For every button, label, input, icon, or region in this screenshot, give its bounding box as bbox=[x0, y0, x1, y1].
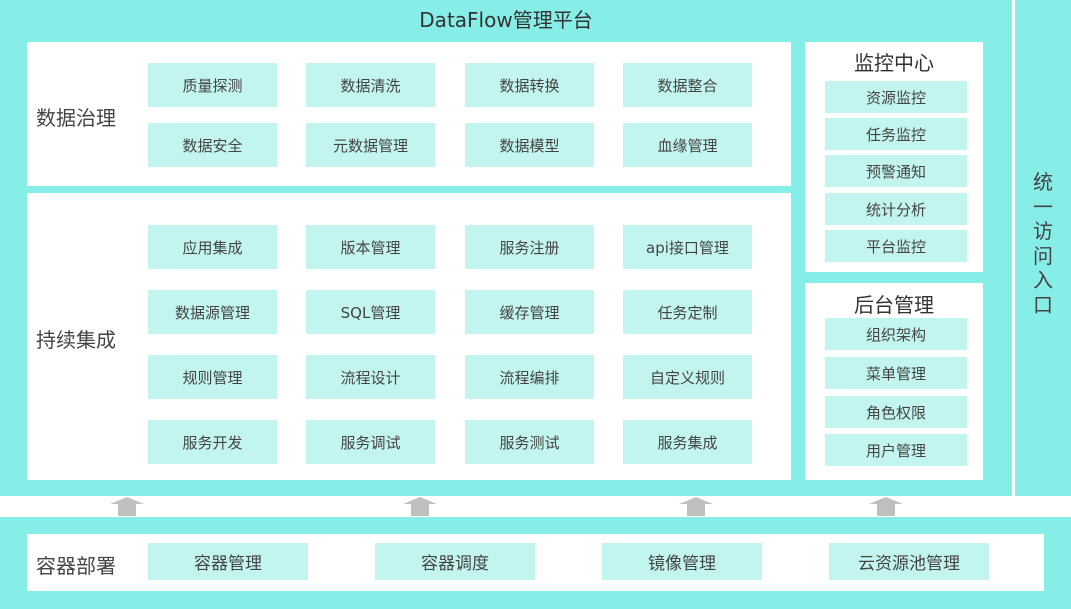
entry-char: 问 bbox=[1033, 243, 1053, 268]
integration-item[interactable]: 应用集成 bbox=[148, 225, 277, 269]
container-item[interactable]: 云资源池管理 bbox=[829, 543, 989, 580]
monitor-title: 监控中心 bbox=[854, 51, 934, 75]
backend-title: 后台管理 bbox=[854, 293, 934, 317]
integration-item[interactable]: 版本管理 bbox=[306, 225, 435, 269]
up-arrow-icon bbox=[869, 497, 903, 516]
integration-item[interactable]: SQL管理 bbox=[306, 290, 435, 334]
up-arrow-icon bbox=[679, 497, 713, 516]
governance-item[interactable]: 数据安全 bbox=[148, 123, 277, 167]
container-item[interactable]: 容器管理 bbox=[148, 543, 308, 580]
up-arrow-icon bbox=[403, 497, 437, 516]
backend-item[interactable]: 菜单管理 bbox=[825, 357, 967, 389]
governance-item[interactable]: 血缘管理 bbox=[623, 123, 752, 167]
integration-item[interactable]: 服务集成 bbox=[623, 420, 752, 464]
integration-item[interactable]: 规则管理 bbox=[148, 355, 277, 399]
entry-char: 一 bbox=[1033, 194, 1053, 219]
integration-item[interactable]: 流程编排 bbox=[465, 355, 594, 399]
unified-entry-panel bbox=[1015, 0, 1071, 496]
governance-item[interactable]: 数据模型 bbox=[465, 123, 594, 167]
integration-item[interactable]: 任务定制 bbox=[623, 290, 752, 334]
entry-char: 口 bbox=[1033, 292, 1053, 317]
backend-item[interactable]: 用户管理 bbox=[825, 434, 967, 466]
integration-item[interactable]: 服务调试 bbox=[306, 420, 435, 464]
integration-label: 持续集成 bbox=[36, 328, 116, 352]
integration-item[interactable]: 服务注册 bbox=[465, 225, 594, 269]
entry-char: 统 bbox=[1033, 170, 1053, 194]
governance-item[interactable]: 质量探测 bbox=[148, 63, 277, 107]
entry-char: 访 bbox=[1033, 219, 1053, 243]
up-arrow-icon bbox=[110, 497, 144, 516]
monitor-item[interactable]: 统计分析 bbox=[825, 193, 967, 225]
monitor-item[interactable]: 平台监控 bbox=[825, 230, 967, 262]
integration-item[interactable]: 服务测试 bbox=[465, 420, 594, 464]
integration-item[interactable]: 数据源管理 bbox=[148, 290, 277, 334]
governance-item[interactable]: 数据转换 bbox=[465, 63, 594, 107]
integration-item[interactable]: 自定义规则 bbox=[623, 355, 752, 399]
backend-item[interactable]: 组织架构 bbox=[825, 318, 967, 350]
container-item[interactable]: 容器调度 bbox=[375, 543, 535, 580]
container-label: 容器部署 bbox=[36, 554, 116, 578]
monitor-item[interactable]: 任务监控 bbox=[825, 118, 967, 150]
monitor-item[interactable]: 预警通知 bbox=[825, 155, 967, 187]
platform-title: DataFlow管理平台 bbox=[419, 8, 593, 32]
integration-item[interactable]: 流程设计 bbox=[306, 355, 435, 399]
container-item[interactable]: 镜像管理 bbox=[602, 543, 762, 580]
backend-item[interactable]: 角色权限 bbox=[825, 396, 967, 428]
unified-entry-label: 统一访问入口 bbox=[1015, 170, 1071, 317]
integration-item[interactable]: api接口管理 bbox=[623, 225, 752, 269]
governance-item[interactable]: 数据整合 bbox=[623, 63, 752, 107]
governance-label: 数据治理 bbox=[36, 106, 116, 130]
governance-item[interactable]: 数据清洗 bbox=[306, 63, 435, 107]
governance-item[interactable]: 元数据管理 bbox=[306, 123, 435, 167]
entry-char: 入 bbox=[1033, 268, 1053, 292]
monitor-item[interactable]: 资源监控 bbox=[825, 81, 967, 113]
integration-item[interactable]: 服务开发 bbox=[148, 420, 277, 464]
integration-item[interactable]: 缓存管理 bbox=[465, 290, 594, 334]
